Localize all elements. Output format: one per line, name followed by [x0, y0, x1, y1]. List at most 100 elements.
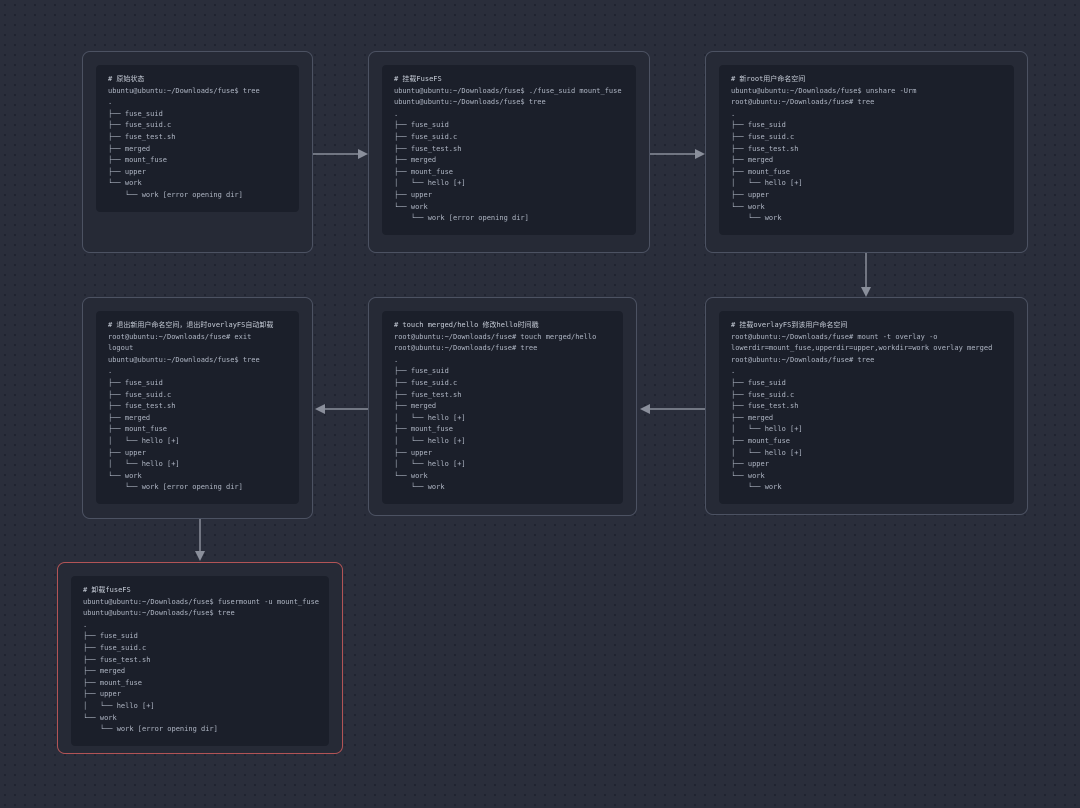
terminal-line: └── work	[731, 214, 782, 223]
terminal-line: └── work	[394, 471, 428, 480]
terminal-line: └── work	[108, 179, 142, 188]
terminal-line: ├── fuse_suid	[731, 121, 786, 130]
terminal-line: ├── fuse_test.sh	[108, 402, 176, 411]
terminal-line: .	[731, 109, 736, 118]
terminal-line: ubuntu@ubuntu:~/Downloads/fuse$ unshare …	[731, 86, 917, 95]
terminal-line: │ └── hello [+]	[394, 413, 466, 422]
terminal-line: ubuntu@ubuntu:~/Downloads/fuse$ tree	[83, 609, 235, 618]
terminal-line: └── work [error opening dir]	[394, 214, 529, 223]
terminal-line: ├── upper	[731, 460, 769, 469]
terminal-pane: # 退出新用户命名空间，退出时overlayFS自动卸载 root@ubuntu…	[96, 311, 299, 504]
canvas-node-new-root-userns[interactable]: # 新root用户命名空间 ubuntu@ubuntu:~/Downloads/…	[705, 51, 1028, 253]
terminal-line: ├── merged	[731, 156, 774, 165]
edge-overlay-to-touch[interactable]	[640, 404, 705, 414]
terminal-line: ├── fuse_suid.c	[83, 643, 147, 652]
terminal-line: ├── upper	[394, 448, 432, 457]
terminal-line: root@ubuntu:~/Downloads/fuse# tree	[394, 344, 538, 353]
edge-mountfuse-to-userns[interactable]	[650, 149, 705, 159]
terminal-line: ├── upper	[394, 190, 432, 199]
terminal-line: ├── upper	[108, 448, 146, 457]
edge-exit-to-unmount[interactable]	[195, 519, 205, 561]
terminal-line: └── work	[83, 713, 117, 722]
canvas-node-unmount-fusefs[interactable]: # 卸载fuseFS ubuntu@ubuntu:~/Downloads/fus…	[57, 562, 343, 754]
terminal-line: ├── fuse_test.sh	[394, 390, 462, 399]
canvas-node-original-state[interactable]: # 原始状态 ubuntu@ubuntu:~/Downloads/fuse$ t…	[82, 51, 313, 253]
terminal-line: ├── merged	[394, 156, 437, 165]
terminal-line: ├── merged	[731, 413, 774, 422]
terminal-line: ├── merged	[394, 402, 437, 411]
node-title: # touch merged/hello 修改hello时间戳	[394, 321, 539, 329]
node-title: # 新root用户命名空间	[731, 75, 806, 83]
terminal-line: │ └── hello [+]	[83, 701, 155, 710]
terminal-line: └── work	[731, 471, 765, 480]
terminal-line: logout	[108, 344, 134, 353]
terminal-line: ├── fuse_test.sh	[83, 655, 151, 664]
terminal-line: └── work	[108, 471, 142, 480]
terminal-line: root@ubuntu:~/Downloads/fuse# tree	[731, 98, 875, 107]
canvas-node-exit-userns[interactable]: # 退出新用户命名空间，退出时overlayFS自动卸载 root@ubuntu…	[82, 297, 313, 519]
terminal-line: ubuntu@ubuntu:~/Downloads/fuse$ tree	[394, 98, 546, 107]
terminal-line: ├── merged	[108, 413, 151, 422]
terminal-line: ├── fuse_suid	[394, 367, 449, 376]
terminal-line: └── work	[394, 483, 445, 492]
terminal-output: ubuntu@ubuntu:~/Downloads/fuse$ unshare …	[731, 86, 1002, 225]
terminal-line: ├── upper	[731, 190, 769, 199]
terminal-line: │ └── hello [+]	[731, 448, 803, 457]
terminal-line: └── work [error opening dir]	[83, 725, 218, 734]
terminal-pane: # 原始状态 ubuntu@ubuntu:~/Downloads/fuse$ t…	[96, 65, 299, 212]
terminal-line: ├── merged	[83, 667, 126, 676]
node-title: # 挂载FuseFS	[394, 75, 442, 83]
terminal-line: ├── mount_fuse	[83, 678, 143, 687]
terminal-line: │ └── hello [+]	[108, 460, 180, 469]
node-title: # 卸载fuseFS	[83, 586, 131, 594]
terminal-line: .	[394, 109, 399, 118]
terminal-line: root@ubuntu:~/Downloads/fuse# mount -t o…	[731, 332, 938, 341]
terminal-line: ├── fuse_suid	[108, 378, 163, 387]
terminal-line: ubuntu@ubuntu:~/Downloads/fuse$ fusermou…	[83, 597, 320, 606]
terminal-line: ├── fuse_suid	[731, 378, 786, 387]
terminal-line: ├── mount_fuse	[108, 425, 168, 434]
terminal-line: ├── fuse_test.sh	[394, 144, 462, 153]
terminal-line: ├── fuse_suid	[108, 109, 163, 118]
terminal-line: ├── fuse_suid	[83, 632, 138, 641]
terminal-line: lowerdir=mount_fuse,upperdir=upper,workd…	[731, 344, 993, 353]
terminal-line: root@ubuntu:~/Downloads/fuse# touch merg…	[394, 332, 597, 341]
terminal-output: root@ubuntu:~/Downloads/fuse# mount -t o…	[731, 332, 1002, 494]
terminal-output: ubuntu@ubuntu:~/Downloads/fuse$ fusermou…	[83, 597, 320, 736]
canvas-node-mount-fusefs[interactable]: # 挂载FuseFS ubuntu@ubuntu:~/Downloads/fus…	[368, 51, 650, 253]
terminal-line: ├── fuse_test.sh	[731, 144, 799, 153]
canvas-node-touch-merged-hello[interactable]: # touch merged/hello 修改hello时间戳 root@ubu…	[368, 297, 637, 516]
terminal-pane: # 挂载overlayFS到该用户命名空间 root@ubuntu:~/Down…	[719, 311, 1014, 504]
terminal-line: ubuntu@ubuntu:~/Downloads/fuse$ ./fuse_s…	[394, 86, 622, 95]
terminal-pane: # 新root用户命名空间 ubuntu@ubuntu:~/Downloads/…	[719, 65, 1014, 235]
terminal-line: ├── fuse_suid	[394, 121, 449, 130]
terminal-line: ├── mount_fuse	[108, 156, 168, 165]
edge-userns-to-overlay[interactable]	[861, 253, 871, 297]
terminal-line: ├── mount_fuse	[731, 436, 791, 445]
terminal-line: ├── fuse_suid.c	[108, 121, 172, 130]
terminal-line: ├── fuse_suid.c	[394, 378, 458, 387]
edge-original-to-mountfuse[interactable]	[313, 149, 368, 159]
terminal-line: │ └── hello [+]	[731, 179, 803, 188]
terminal-line: .	[108, 98, 113, 107]
terminal-line: root@ubuntu:~/Downloads/fuse# tree	[731, 355, 875, 364]
terminal-line: ├── fuse_test.sh	[731, 402, 799, 411]
terminal-line: │ └── hello [+]	[394, 179, 466, 188]
canvas-node-mount-overlayfs[interactable]: # 挂载overlayFS到该用户命名空间 root@ubuntu:~/Down…	[705, 297, 1028, 515]
node-title: # 原始状态	[108, 75, 145, 83]
terminal-line: .	[83, 620, 88, 629]
terminal-line: │ └── hello [+]	[394, 460, 466, 469]
edge-touch-to-exit[interactable]	[315, 404, 368, 414]
terminal-line: └── work	[731, 483, 782, 492]
terminal-line: ├── mount_fuse	[394, 425, 454, 434]
node-title: # 退出新用户命名空间，退出时overlayFS自动卸载	[108, 321, 274, 329]
terminal-line: │ └── hello [+]	[731, 425, 803, 434]
terminal-output: ubuntu@ubuntu:~/Downloads/fuse$ tree.├──…	[108, 86, 287, 202]
terminal-line: └── work	[394, 202, 428, 211]
terminal-line: ├── upper	[83, 690, 121, 699]
terminal-line: ├── merged	[108, 144, 151, 153]
terminal-line: │ └── hello [+]	[108, 436, 180, 445]
terminal-pane: # 挂载FuseFS ubuntu@ubuntu:~/Downloads/fus…	[382, 65, 636, 235]
terminal-line: ├── fuse_suid.c	[108, 390, 172, 399]
